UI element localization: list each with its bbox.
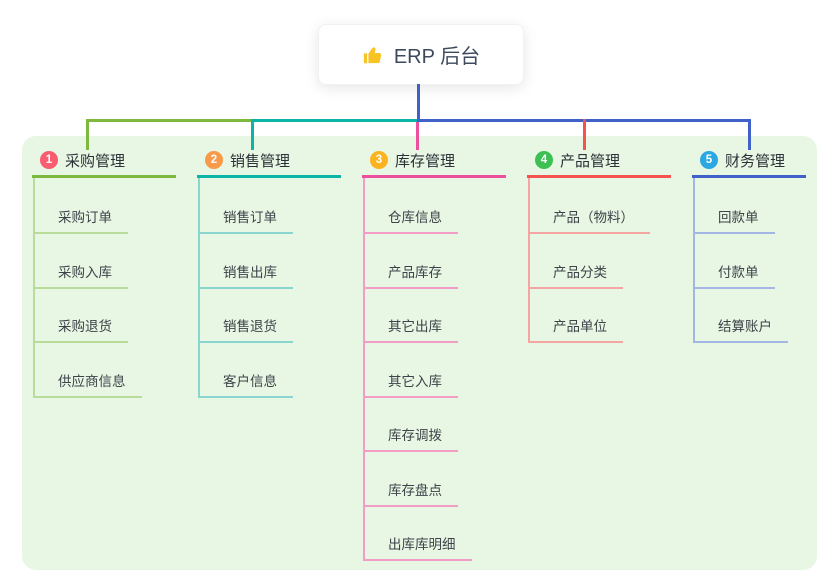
branch-node-1[interactable]: 1 采购管理 <box>40 150 125 170</box>
root-node[interactable]: ERP 后台 <box>318 24 524 85</box>
branch-number-badge: 3 <box>370 151 388 169</box>
child-node[interactable]: 库存调拨 <box>363 422 458 452</box>
branch-children-connector <box>528 178 530 343</box>
child-node[interactable]: 回款单 <box>693 204 775 234</box>
bus-line-segment-1 <box>87 119 253 122</box>
branch-node-label: 财务管理 <box>725 152 786 170</box>
child-node[interactable]: 结算账户 <box>693 313 788 343</box>
branch-drop-line-4 <box>583 119 586 150</box>
child-node[interactable]: 付款单 <box>693 259 775 289</box>
child-node[interactable]: 库存盘点 <box>363 477 458 507</box>
branch-underline <box>527 175 671 178</box>
branch-number-badge: 5 <box>700 151 718 169</box>
child-node[interactable]: 其它入库 <box>363 368 458 398</box>
root-node-label: ERP 后台 <box>393 46 481 68</box>
bus-line-segment-2 <box>253 119 417 122</box>
branch-node-label: 库存管理 <box>395 152 456 170</box>
branch-drop-line-3 <box>416 122 419 150</box>
branch-underline <box>32 175 176 178</box>
thumbs-up-icon <box>362 44 384 66</box>
child-node[interactable]: 产品单位 <box>528 313 623 343</box>
branch-underline <box>362 175 506 178</box>
child-node[interactable]: 销售退货 <box>198 313 293 343</box>
branch-node-4[interactable]: 4 产品管理 <box>535 150 620 170</box>
branch-node-label: 销售管理 <box>230 152 291 170</box>
root-connector-line <box>417 84 420 119</box>
child-node[interactable]: 出库库明细 <box>363 531 472 561</box>
child-node[interactable]: 产品库存 <box>363 259 458 289</box>
branch-number-badge: 4 <box>535 151 553 169</box>
child-node[interactable]: 供应商信息 <box>33 368 142 398</box>
branch-children-connector <box>363 178 365 561</box>
child-node[interactable]: 客户信息 <box>198 368 293 398</box>
branch-node-2[interactable]: 2 销售管理 <box>205 150 290 170</box>
branch-underline <box>197 175 341 178</box>
branch-number-badge: 2 <box>205 151 223 169</box>
child-node[interactable]: 销售出库 <box>198 259 293 289</box>
child-node[interactable]: 产品（物料） <box>528 204 650 234</box>
branch-node-label: 产品管理 <box>560 152 621 170</box>
child-node[interactable]: 其它出库 <box>363 313 458 343</box>
branch-drop-line-2 <box>251 119 254 150</box>
branch-node-label: 采购管理 <box>65 152 126 170</box>
branch-node-3[interactable]: 3 库存管理 <box>370 150 455 170</box>
child-node[interactable]: 采购退货 <box>33 313 128 343</box>
branch-number-badge: 1 <box>40 151 58 169</box>
branch-children-connector <box>693 178 695 343</box>
branch-underline <box>692 175 806 178</box>
branch-drop-line-5 <box>748 119 751 150</box>
branches-panel <box>22 136 817 570</box>
child-node[interactable]: 销售订单 <box>198 204 293 234</box>
child-node[interactable]: 采购订单 <box>33 204 128 234</box>
branch-drop-line-1 <box>86 119 89 150</box>
child-node[interactable]: 产品分类 <box>528 259 623 289</box>
child-node[interactable]: 仓库信息 <box>363 204 458 234</box>
branch-node-5[interactable]: 5 财务管理 <box>700 150 785 170</box>
child-node[interactable]: 采购入库 <box>33 259 128 289</box>
